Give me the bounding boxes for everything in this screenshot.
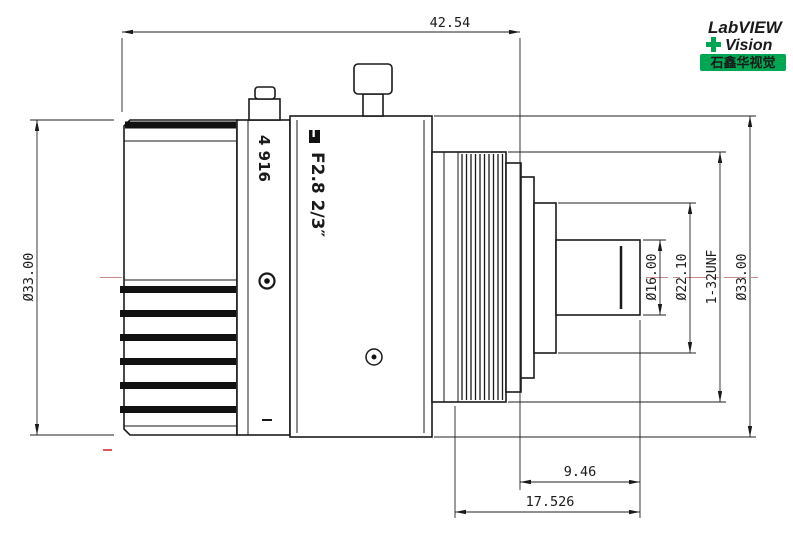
logo-product-text: Vision [725, 37, 773, 54]
focus-ring [120, 119, 238, 436]
dim-thread-to-front: 17.526 [526, 494, 575, 510]
dim-front-diameter: Ø16.00 [645, 254, 660, 301]
dim-mount-thread: 1-32UNF [705, 249, 720, 304]
dim-flange-back: 9.46 [564, 464, 597, 480]
index-dot [258, 272, 276, 290]
set-screw [365, 348, 383, 366]
mount-flange [505, 162, 522, 393]
main-body [289, 63, 433, 438]
iris-lock-knob [248, 86, 281, 121]
focus-ring-top-band [125, 121, 236, 129]
step-ring [520, 176, 535, 379]
logo-tagline-cn: 石鑫华视觉 [709, 55, 775, 71]
aperture-scale-marking: 4 916 [255, 135, 273, 182]
dimension-lines [30, 29, 756, 518]
dim-body-diameter-right: Ø33.00 [735, 254, 750, 301]
focus-ring-knurling [120, 286, 236, 413]
focus-lock-screw [353, 63, 393, 117]
plus-icon [706, 37, 721, 52]
logo-brand-text: LabVIEW [708, 18, 784, 37]
logo-banner [700, 54, 786, 71]
dim-body-diameter-left: Ø33.00 [21, 253, 37, 302]
mount-thread-section [431, 151, 507, 403]
rear-barrel [533, 202, 557, 354]
dim-total-length: 42.54 [430, 15, 471, 31]
lens-spec-marking: F2.8 2/3″ [307, 152, 327, 238]
rear-tube [555, 239, 641, 316]
dimension-labels: 42.54 Ø33.00 Ø16.00 Ø22.10 1-32UNF Ø33.0… [21, 15, 750, 510]
lens-brand-mark [309, 130, 320, 143]
dim-barrel-diameter: Ø22.10 [675, 254, 690, 301]
thread-hatching [461, 154, 504, 400]
aperture-ring [236, 86, 291, 436]
rear-mount-assembly [431, 151, 641, 403]
labview-vision-logo: LabVIEW Vision 石鑫华视觉 [700, 18, 786, 71]
